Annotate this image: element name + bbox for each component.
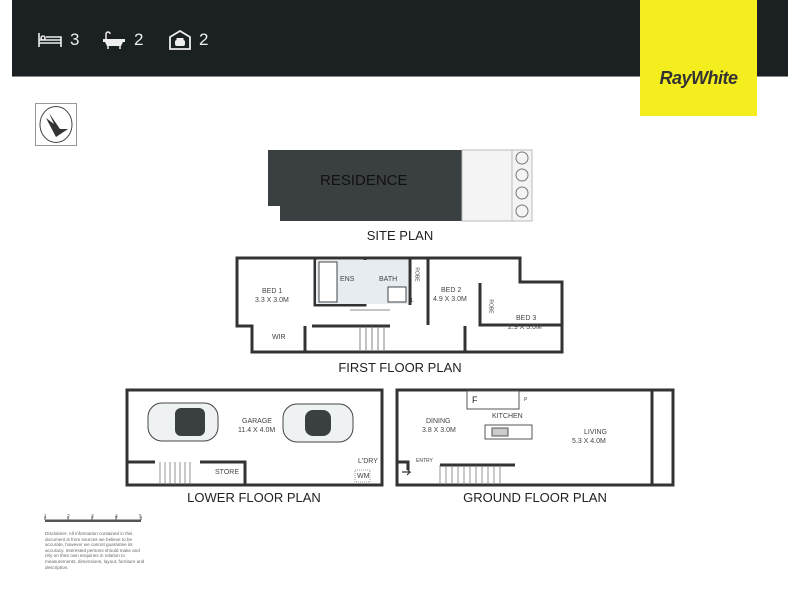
raywhite-logo: RayWhite: [640, 0, 757, 116]
garden-area: [461, 149, 533, 222]
living-size: 5.3 X 4.0M: [572, 438, 606, 445]
robe2-label: ROBE: [487, 299, 494, 314]
residence-block: [268, 150, 462, 221]
store-label: STORE: [215, 469, 239, 476]
bed2-label: BED 2: [441, 287, 462, 294]
brand-name: RayWhite: [659, 67, 738, 88]
living-label: LIVING: [584, 429, 607, 436]
garage-stat: 2: [169, 30, 208, 50]
garage-size: 11.4 X 4.0M: [238, 427, 276, 434]
scale-tick: 2: [67, 514, 70, 520]
bed3-label: BED 3: [516, 315, 537, 322]
garage-icon: [169, 30, 191, 50]
bathrooms-stat: 2: [102, 30, 143, 50]
robe-label: ROBE: [413, 267, 420, 282]
lower-floor-walls: [125, 388, 384, 487]
fridge-label: F: [472, 395, 478, 405]
bed1-label: BED 1: [262, 288, 283, 295]
north-compass: [35, 103, 77, 146]
bedrooms-stat: 3: [38, 30, 79, 50]
scale-tick: 5: [139, 514, 142, 520]
dining-label: DINING: [426, 418, 451, 425]
disclaimer-text: Disclaimer: All information contained in…: [45, 531, 145, 570]
compass-icon: [39, 106, 73, 143]
bed3-size: 2.9 X 3.0M: [508, 324, 542, 331]
entry-label: ENTRY: [416, 458, 433, 464]
ens-label: ENS: [340, 276, 355, 283]
kitchen-label: KITCHEN: [492, 413, 523, 420]
scale-tick: 1: [44, 514, 47, 520]
residence-label: RESIDENCE: [320, 172, 408, 189]
scale-tick: 4: [115, 514, 118, 520]
linen-label: L: [411, 298, 414, 304]
dining-size: 3.8 X 3.0M: [422, 427, 456, 434]
bed1-size: 3.3 X 3.0M: [255, 297, 289, 304]
first-floor-title: FIRST FLOOR PLAN: [338, 360, 462, 375]
ground-floor-title: GROUND FLOOR PLAN: [463, 490, 607, 505]
ground-floor-walls: [395, 388, 675, 487]
bath-icon: [103, 31, 125, 49]
garage-label: GARAGE: [242, 418, 272, 425]
scale-tick: 3: [91, 514, 94, 520]
lower-floor-title: LOWER FLOOR PLAN: [187, 490, 321, 505]
trees: [515, 151, 529, 218]
laundry-label: L'DRY: [358, 458, 378, 465]
wm-label: WM: [357, 473, 370, 480]
site-plan-title: SITE PLAN: [366, 228, 434, 243]
bedrooms-count: 3: [70, 30, 80, 49]
bathrooms-count: 2: [134, 30, 144, 49]
garage-count: 2: [199, 30, 209, 49]
pantry-label: P: [524, 397, 528, 403]
cars: [147, 402, 354, 443]
bath-label: BATH: [379, 276, 398, 283]
bed-icon: [38, 33, 62, 47]
bed2-size: 4.9 X 3.0M: [433, 296, 467, 303]
wir-label: WIR: [272, 334, 286, 341]
